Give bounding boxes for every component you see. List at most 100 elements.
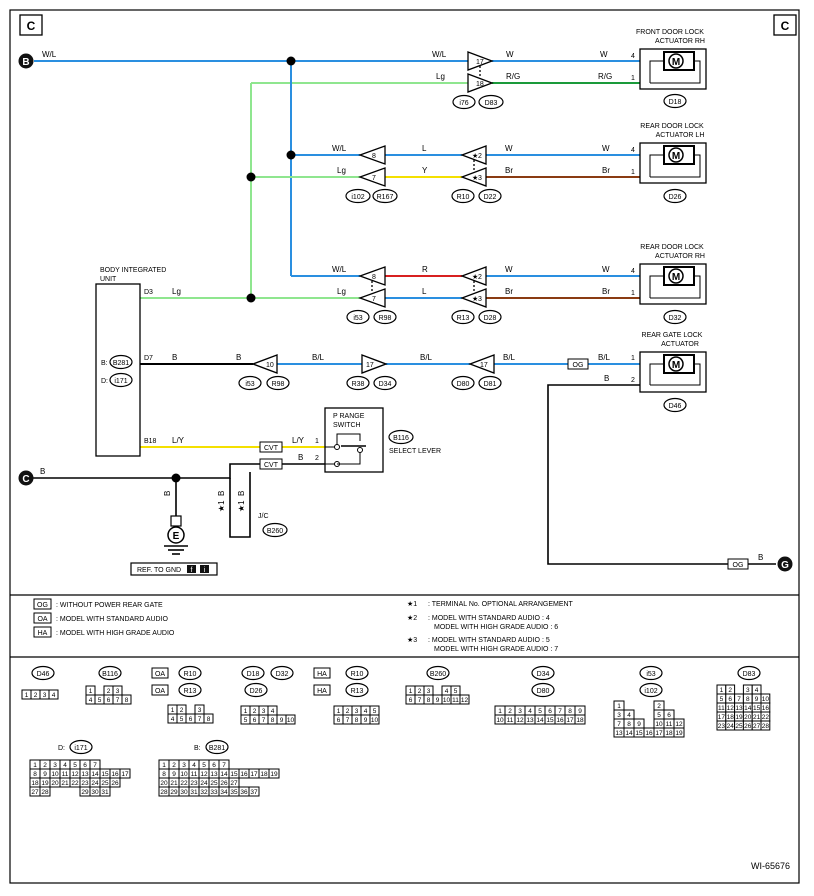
svg-text:Br: Br [602,287,610,296]
svg-text:: WITHOUT POWER REAR GATE: : WITHOUT POWER REAR GATE [56,602,163,609]
svg-text:R167: R167 [377,194,394,201]
svg-text:B: B [22,57,29,68]
pinout-i171-pin [109,777,121,788]
rear-gate-lock-actuator: REAR GATE LOCK ACTUATOR 1 2 M D46 [631,332,707,413]
pinout-i53-pin-num: 2 [657,703,661,710]
svg-text:P RANGE: P RANGE [333,413,365,420]
svg-text:ACTUATOR RH: ACTUATOR RH [655,253,705,260]
svg-text:B18: B18 [144,438,157,445]
pinout-b281-pin-num: 6 [212,762,216,769]
pinout-d83-pin-num: 15 [753,705,761,712]
svg-text:REAR GATE LOCK: REAR GATE LOCK [642,332,703,339]
svg-text:★1: ★1 [237,500,246,512]
svg-text:2: 2 [631,377,635,384]
pinout-ha-tag-label: HA [317,671,327,678]
ref-to-gnd: REF. TO GND f i [130,562,218,576]
svg-text:W: W [602,265,610,274]
svg-text:B: B [237,491,246,496]
inline-connector-17-18: 17 18 [467,51,494,93]
pinout-i53-pin-num: 8 [627,721,631,728]
pinout-d18-id-oval [241,665,265,681]
pinout-r10-tag-box [151,667,169,679]
svg-text:4: 4 [631,147,635,154]
pinout-i171-pin-num: 18 [31,780,39,787]
svg-text:★1: ★1 [407,600,417,608]
pinout-b281-pin-num: 20 [160,780,168,787]
pinout-b260-id-oval [426,665,450,681]
pinout-d18-id-label: D18 [247,671,260,678]
pinout-i171-pin-num: 4 [63,762,67,769]
inline-connector-2-3-row3: ★ 2 ★ 3 [460,266,487,308]
pinout-r10-pin-num: 5 [180,716,184,723]
pinout-d34-pin-num: 17 [566,717,574,724]
svg-text:W: W [505,144,513,153]
pinout-b281-prefix: B: [194,745,201,752]
pinout-ha-pin-num: 5 [373,708,377,715]
pinout-b281-pin-num: 3 [182,762,186,769]
svg-text:i102: i102 [351,194,364,201]
svg-text:W/L: W/L [42,50,57,59]
legend: OG : WITHOUT POWER REAR GATE OA : MODEL … [33,598,175,638]
pinout-ha-pin-num: 7 [346,717,350,724]
pinout-d18-pin-num: 7 [262,717,266,724]
pinout-i171-pin-num: 17 [121,771,129,778]
svg-text:R38: R38 [352,381,365,388]
svg-text:C: C [22,474,29,485]
pinout-b281-pin-num: 23 [190,780,198,787]
pinout-d83-pin-num: 27 [753,723,761,730]
inline-connector-10: 10 [251,354,278,374]
pinout-b116-pin-num: 4 [89,697,93,704]
svg-text:17: 17 [366,362,374,369]
body-integrated-unit: BODY INTEGRATED UNIT D3 D7 B18 B: B281 D… [95,267,166,457]
svg-text:L/Y: L/Y [292,436,305,445]
pinout-b281-pin-num: 32 [200,789,208,796]
pinout-b281-id-label: B281 [209,745,225,752]
pinout-i53-pin-num: 7 [617,721,621,728]
svg-text:REAR DOOR LOCK: REAR DOOR LOCK [640,123,704,130]
pinout-r10-pin-num: 3 [198,707,202,714]
svg-text:1: 1 [631,290,635,297]
pinout-d83-pin-num: 21 [753,714,761,721]
svg-text:1: 1 [315,438,319,445]
pinout-i171-prefix: D: [58,745,65,752]
svg-text:1: 1 [631,169,635,176]
pinout-r10-pin-num: 7 [198,716,202,723]
svg-text:D83: D83 [485,100,498,107]
pinout-d18-pin-num: 9 [280,717,284,724]
pinout-i171-pin-num: 13 [81,771,89,778]
pinout-b281-pin-num: 9 [172,771,176,778]
pinout-d34-id-oval [531,682,555,698]
svg-text:D46: D46 [669,403,682,410]
diagram-id: WI-65676 [751,861,790,871]
pinout-i171-pin-num: 23 [81,780,89,787]
pinout-r10-id-label: R13 [184,688,197,695]
svg-text:★1: ★1 [217,500,226,512]
rear-door-lock-actuator-rh: REAR DOOR LOCK ACTUATOR RH 4 1 M D32 [631,244,707,325]
wires [30,60,776,565]
wire-labels: W/L W/L W W Lg R/G R/G W/L L W W Lg Y Br… [40,50,763,562]
pinout-d46-pin-num: 1 [25,692,29,699]
pinout-ha-pin-num: 1 [337,708,341,715]
junction-dots [171,56,296,483]
pinout-b116-id-oval [98,665,122,681]
pinout-i171-pin-num: 1 [33,762,37,769]
svg-text:MODEL WITH HIGH GRADE AUDIO :: MODEL WITH HIGH GRADE AUDIO : 7 [434,646,558,653]
pinout-ha-id-label: R13 [351,688,364,695]
pinout-b281-pin-num: 14 [220,771,228,778]
svg-text:L: L [422,287,427,296]
pinout-i171-pin-num: 6 [83,762,87,769]
inline-connector-2-3-row2: ★ 2 ★ 3 [460,145,487,187]
pinout-i171-pin-num: 20 [51,780,59,787]
pinout-d18-id-oval [244,682,268,698]
pinout-b281-pin-num: 26 [220,780,228,787]
svg-text:D81: D81 [484,381,497,388]
svg-text:J/C: J/C [258,513,269,520]
pinout-d83-pin-num: 13 [735,705,743,712]
pinout-r10-pin-num: 6 [189,716,193,723]
pinout-r10-pin [203,713,214,724]
pinout-r10-id-oval [178,665,202,681]
pinout-b260-pin-num: 7 [418,697,422,704]
svg-text:: TERMINAL No. OPTIONAL ARRANG: : TERMINAL No. OPTIONAL ARRANGEMENT [428,601,574,608]
motor-symbol: M [672,151,680,162]
svg-text:B/L: B/L [503,353,516,362]
